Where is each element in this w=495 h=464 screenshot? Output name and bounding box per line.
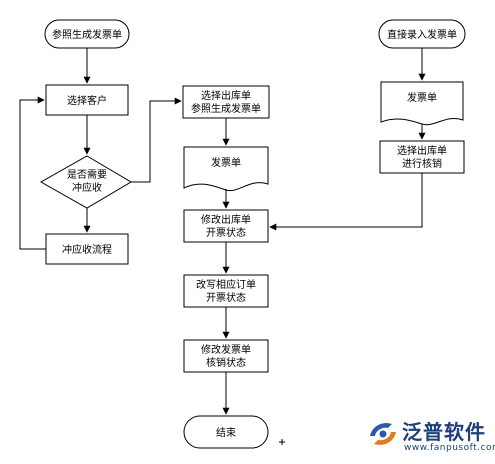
select-outbound-writeoff-line2: 进行核销 [402, 157, 442, 170]
rewrite-order-line2: 开票状态 [206, 291, 246, 304]
invoice-document-right-label: 发票单 [407, 91, 437, 104]
select-outbound-writeoff-box [379, 140, 465, 174]
start-terminator-ref-label: 参照生成发票单 [52, 28, 122, 41]
modify-invoice-line2: 核销状态 [206, 356, 246, 369]
decision-line2: 冲应收 [72, 181, 102, 194]
edge-decision-to-outbound [131, 97, 182, 183]
select-customer-label: 选择客户 [67, 94, 107, 107]
decision-need-offset [39, 155, 132, 209]
modify-outbound-line2: 开票状态 [206, 226, 246, 239]
select-customer-box [45, 84, 129, 116]
decision-line1: 是否需要 [67, 169, 107, 181]
end-terminator-label: 结束 [216, 426, 236, 439]
rewrite-order-line1: 改写相应订单 [196, 278, 256, 291]
brand-logo: 泛普软件 www.fanpusoft.com [366, 416, 495, 458]
select-outbound-ref-box [182, 85, 270, 119]
brand-logo-url: www.fanpusoft.com [404, 443, 495, 453]
modify-outbound-line1: 修改出库单 [201, 213, 251, 226]
select-outbound-ref-line2: 参照生成发票单 [191, 102, 261, 115]
end-terminator [183, 415, 269, 449]
invoice-document-mid-label: 发票单 [211, 156, 241, 169]
start-terminator-direct-label: 直接录入发票单 [387, 28, 457, 41]
brand-logo-text: 泛普软件 [402, 420, 486, 444]
modify-invoice-status-box [183, 339, 269, 373]
cross-mark [279, 439, 285, 445]
select-outbound-ref-line1: 选择出库单 [201, 89, 251, 102]
select-outbound-writeoff-line1: 选择出库单 [397, 144, 447, 157]
edge-offset-loop-back [19, 96, 46, 250]
offset-flow-label: 冲应收流程 [62, 243, 112, 256]
edge-writeoff-to-modify-outbound [269, 173, 423, 231]
rewrite-order-status-box [183, 274, 269, 308]
brand-logo-icon [370, 423, 396, 445]
modify-outbound-status-box [183, 209, 269, 243]
modify-invoice-line1: 修改发票单 [201, 343, 251, 356]
